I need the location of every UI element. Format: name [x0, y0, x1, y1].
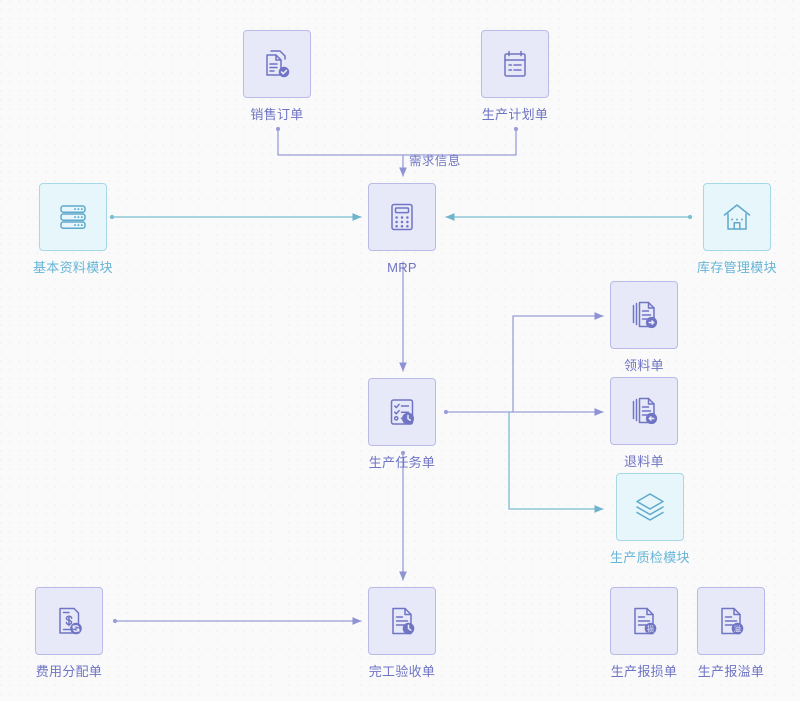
checklist-clock-icon — [384, 394, 420, 430]
node-sales-order-box[interactable] — [243, 30, 311, 98]
node-material-return-box[interactable] — [610, 377, 678, 445]
node-production-task-label: 生产任务单 — [368, 455, 436, 470]
node-loss-report-box[interactable]: 损 — [610, 587, 678, 655]
server-stack-icon — [55, 199, 91, 235]
document-clock-icon — [384, 603, 420, 639]
edge-sales-order-to-mrp — [277, 128, 404, 156]
svg-text:损: 损 — [647, 624, 654, 633]
node-quality-module-label: 生产质检模块 — [610, 550, 690, 565]
edge-trunk-to-material-issue — [512, 312, 604, 413]
node-basic-data-module[interactable]: 基本资料模块 — [33, 183, 113, 275]
edge-label-demand-info: 需求信息 — [409, 154, 461, 168]
node-material-issue-label: 领料单 — [624, 358, 664, 373]
layers-icon — [631, 488, 669, 526]
node-production-task[interactable]: 生产任务单 — [368, 378, 436, 470]
svg-text:溢: 溢 — [734, 624, 741, 633]
node-basic-data-module-label: 基本资料模块 — [33, 260, 113, 275]
document-check-icon — [259, 46, 295, 82]
node-completion-receipt[interactable]: 完工验收单 — [368, 587, 436, 679]
node-mrp-label: MRP — [387, 260, 417, 275]
node-production-plan[interactable]: 生产计划单 — [481, 30, 549, 122]
node-basic-data-module-box[interactable] — [38, 183, 107, 251]
node-cost-allocation-label: 费用分配单 — [35, 664, 103, 679]
invoice-dollar-sync-icon — [51, 603, 87, 639]
node-quality-module[interactable]: 生产质检模块 — [610, 473, 690, 565]
node-production-plan-label: 生产计划单 — [481, 107, 549, 122]
warehouse-icon — [719, 199, 755, 235]
document-loss-badge-icon: 损 — [626, 603, 662, 639]
node-mrp[interactable]: MRP — [368, 183, 436, 275]
documents-arrow-right-icon — [626, 297, 662, 333]
node-overflow-report-box[interactable]: 溢 — [697, 587, 765, 655]
node-cost-allocation-box[interactable] — [35, 587, 103, 655]
node-material-issue-box[interactable] — [610, 281, 678, 349]
document-overflow-badge-icon: 溢 — [713, 603, 749, 639]
node-inventory-module-label: 库存管理模块 — [697, 260, 777, 275]
node-mrp-box[interactable] — [368, 183, 436, 251]
documents-arrow-left-icon — [626, 393, 662, 429]
node-inventory-module-box[interactable] — [702, 183, 771, 251]
node-material-issue[interactable]: 领料单 — [610, 281, 678, 373]
node-completion-receipt-label: 完工验收单 — [368, 664, 436, 679]
node-quality-module-box[interactable] — [615, 473, 684, 541]
node-production-task-box[interactable] — [368, 378, 436, 446]
node-material-return[interactable]: 退料单 — [610, 377, 678, 469]
node-production-plan-box[interactable] — [481, 30, 549, 98]
calendar-list-icon — [497, 46, 533, 82]
node-overflow-report-label: 生产报溢单 — [697, 664, 765, 679]
edge-trunk-to-quality-module — [508, 411, 604, 513]
node-overflow-report[interactable]: 溢 生产报溢单 — [697, 587, 765, 679]
node-sales-order[interactable]: 销售订单 — [243, 30, 311, 122]
node-material-return-label: 退料单 — [624, 454, 664, 469]
node-cost-allocation[interactable]: 费用分配单 — [35, 587, 103, 679]
node-sales-order-label: 销售订单 — [250, 107, 304, 122]
node-inventory-module[interactable]: 库存管理模块 — [697, 183, 777, 275]
node-loss-report[interactable]: 损 生产报损单 — [610, 587, 678, 679]
calculator-icon — [384, 199, 420, 235]
node-loss-report-label: 生产报损单 — [610, 664, 678, 679]
node-completion-receipt-box[interactable] — [368, 587, 436, 655]
